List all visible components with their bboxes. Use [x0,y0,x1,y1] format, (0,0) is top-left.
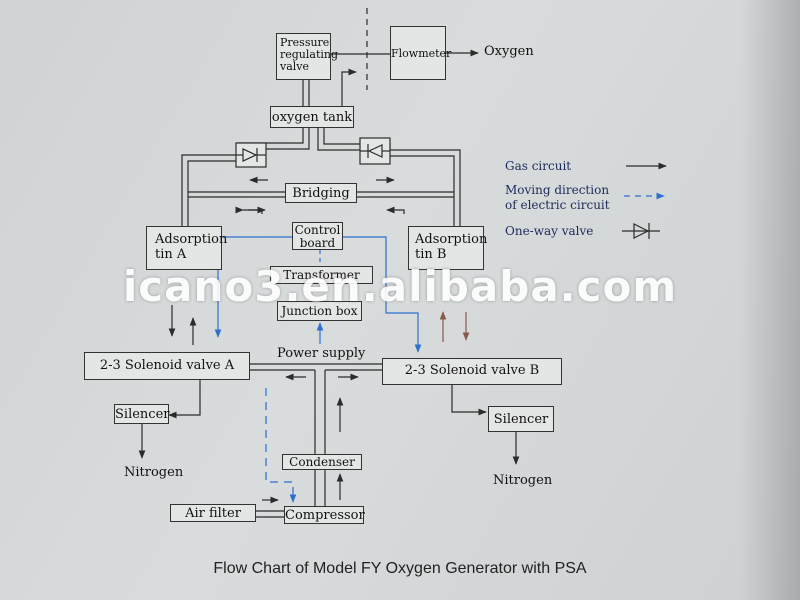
nitrogen-b-label: Nitrogen [493,473,553,488]
watermark: icano3.en.alibaba.com [122,262,678,311]
compressor-label: Compressor [285,508,365,523]
legend-electric-label: Moving direction of electric circuit [505,183,610,213]
pressure-regulating-valve-box: Pressure regulating valve [276,33,339,80]
one-way-valve-right-icon [359,137,391,165]
transformer-box: Transformer [270,266,373,284]
adsorption-a-line-2: tin A [155,247,187,262]
pressure-valve-line-2: regulating [280,48,339,61]
junction-box-box: Junction box [277,301,362,321]
pressure-valve-line-1: Pressure [280,36,330,49]
control-board-box: Control board [292,222,343,250]
air-filter-label: Air filter [185,506,241,521]
oxygen-label: Oxygen [484,44,534,59]
pipe-left-outer [181,154,236,226]
electric-to-solenoid-b [343,236,422,353]
legend-electric-line-1: Moving direction [505,183,610,197]
pipe-right-outer [390,149,461,226]
bridging-label: Bridging [292,186,350,201]
bridging-box: Bridging [285,183,357,203]
legend-electric-line-2: of electric circuit [505,198,610,212]
control-board-line-2: board [299,236,336,250]
pressure-valve-line-3: valve [280,60,310,73]
figure-caption: Flow Chart of Model FY Oxygen Generator … [213,560,587,577]
solenoid-valve-a-box: 2-3 Solenoid valve A [84,352,250,380]
legend-gas-label: Gas circuit [505,159,572,173]
solenoid-valve-b-box: 2-3 Solenoid valve B [382,358,562,385]
silencer-a-label: Silencer [115,407,170,422]
flowmeter-box: Flowmeter [390,26,452,80]
compressor-box: Compressor [284,506,365,524]
silencer-b-box: Silencer [488,406,554,432]
legend-oneway-valve-icon [622,223,660,239]
pipe-tank-return [341,68,357,106]
adsorption-tin-b-box: Adsorption tin B [408,226,488,270]
electric-to-compressor [265,388,297,503]
air-filter-box: Air filter [170,504,256,522]
page-shadow [740,0,800,600]
legend-oneway-label: One-way valve [505,224,594,238]
condenser-box: Condenser [282,454,362,470]
solenoid-b-label: 2-3 Solenoid valve B [404,363,540,378]
silencer-a-box: Silencer [114,404,169,424]
solenoid-a-label: 2-3 Solenoid valve A [99,358,235,373]
nitrogen-a-label: Nitrogen [124,465,184,480]
oxygen-tank-label: oxygen tank [271,110,353,125]
transformer-label: Transformer [283,268,360,282]
adsorption-b-line-2: tin B [415,247,447,262]
adsorption-a-line-1: Adsorption [155,232,228,247]
one-way-valve-left-icon [235,142,267,168]
flowmeter-label: Flowmeter [391,47,452,60]
power-supply-label: Power supply [277,346,366,361]
silencer-b-label: Silencer [493,412,549,427]
adsorption-b-line-1: Adsorption [415,232,488,247]
adsorption-tin-a-box: Adsorption tin A [146,226,228,270]
control-board-line-1: Control [294,223,341,237]
oxygen-tank-box: oxygen tank [270,106,354,128]
condenser-label: Condenser [289,455,355,469]
junction-box-label: Junction box [281,304,358,318]
